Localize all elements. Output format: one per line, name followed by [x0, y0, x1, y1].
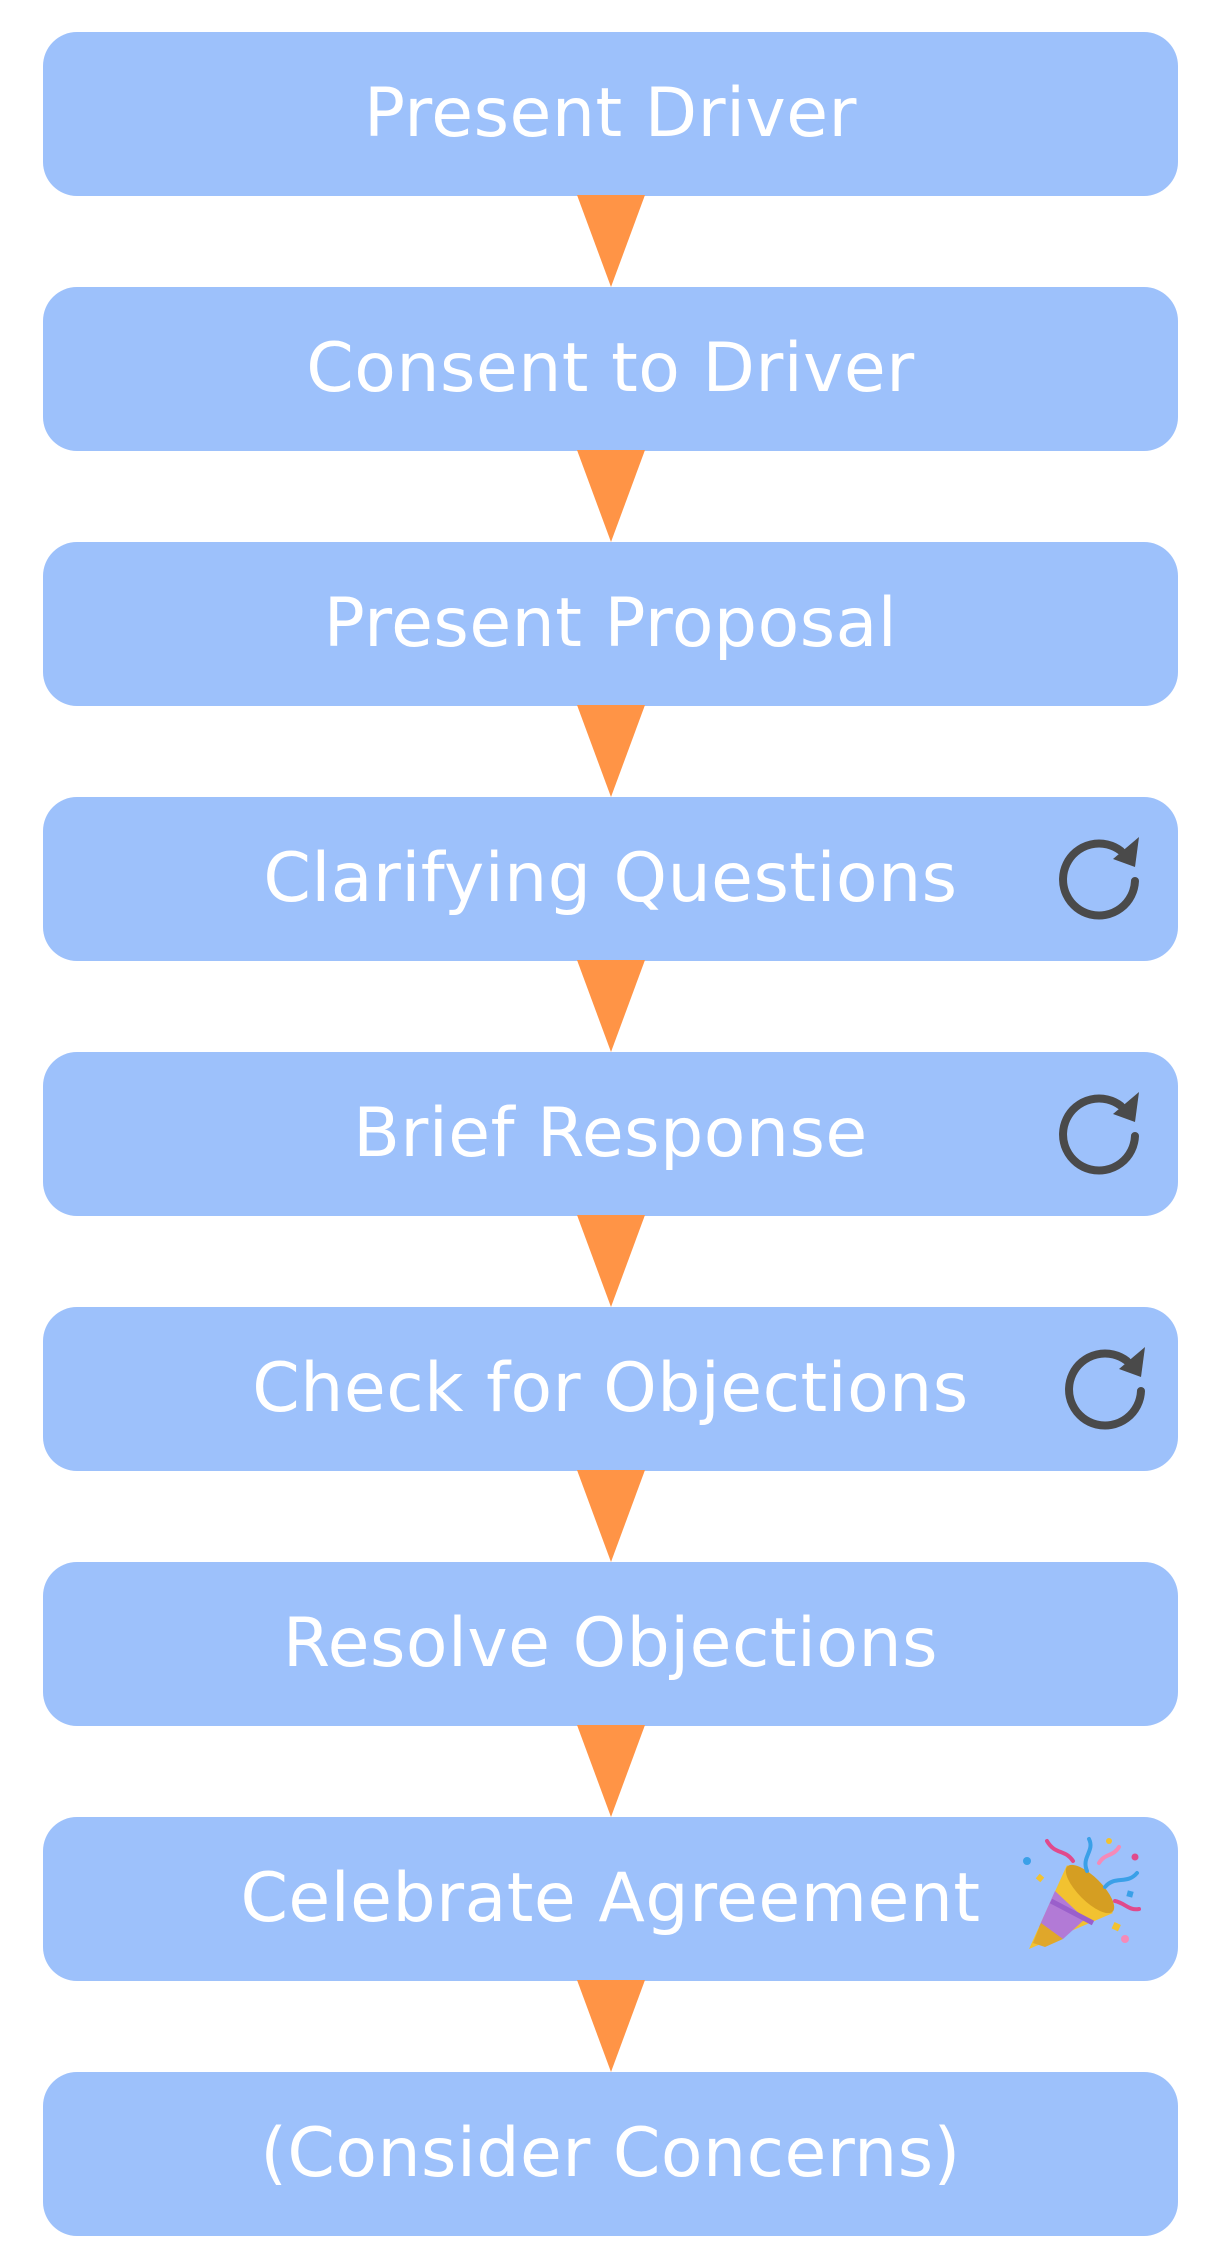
step-label: Clarifying Questions — [263, 839, 958, 918]
step-clarifying-questions: Clarifying Questions — [43, 797, 1178, 961]
flow-arrow-down-icon — [577, 960, 645, 1052]
step-consent-to-driver: Consent to Driver — [43, 287, 1178, 451]
step-brief-response: Brief Response — [43, 1052, 1178, 1216]
flow-arrow-down-icon — [577, 195, 645, 287]
step-present-driver: Present Driver — [43, 32, 1178, 196]
step-label: Present Driver — [364, 74, 857, 153]
step-check-for-objections: Check for Objections — [43, 1307, 1178, 1471]
flow-arrow-down-icon — [577, 1725, 645, 1817]
step-label: Present Proposal — [323, 584, 898, 663]
flow-arrow-down-icon — [577, 1470, 645, 1562]
step-label: Check for Objections — [252, 1349, 969, 1428]
repeat-icon — [1059, 837, 1139, 920]
flow-arrow-down-icon — [577, 705, 645, 797]
step-label: Brief Response — [353, 1094, 868, 1173]
flow-arrow-down-icon — [577, 1980, 645, 2072]
flow-arrow-down-icon — [577, 1215, 645, 1307]
repeat-icon — [1065, 1347, 1145, 1430]
step-present-proposal: Present Proposal — [43, 542, 1178, 706]
step-resolve-objections: Resolve Objections — [43, 1562, 1178, 1726]
step-label: Resolve Objections — [282, 1604, 939, 1683]
step-celebrate-agreement: Celebrate Agreement — [43, 1817, 1178, 1981]
step-label: (Consider Concerns) — [260, 2114, 961, 2193]
party-popper-icon — [1023, 1837, 1141, 1949]
step-consider-concerns: (Consider Concerns) — [43, 2072, 1178, 2236]
step-label: Celebrate Agreement — [240, 1859, 981, 1938]
repeat-icon — [1059, 1092, 1139, 1175]
step-label: Consent to Driver — [306, 329, 915, 408]
flow-arrow-down-icon — [577, 450, 645, 542]
